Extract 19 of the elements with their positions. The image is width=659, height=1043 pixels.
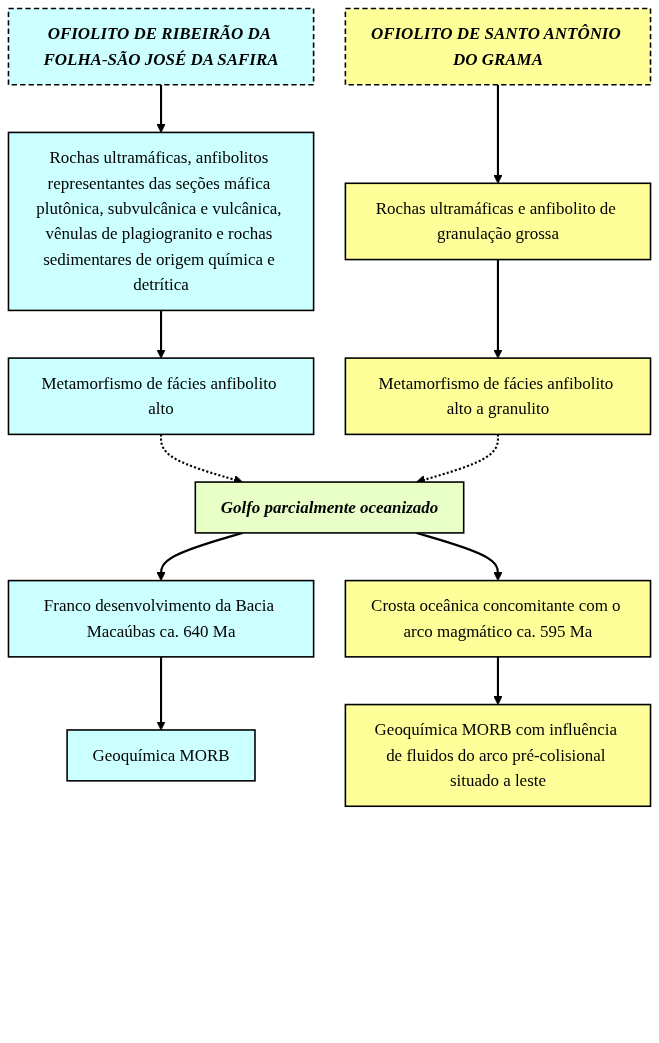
arrow [156, 656, 166, 731]
node-box: Franco desenvolvimento da Bacia Macaúbas ca. 640 Ma [7, 579, 315, 658]
node-box: Metamorfismo de fácies anfibolito alto [7, 357, 315, 436]
arrow [156, 531, 243, 581]
arrow [493, 656, 503, 705]
node-box: Metamorfismo de fácies anfibolito alto a granulito [344, 357, 652, 436]
node-box: Rochas ultramáficas, anfibolitos representantes das seções máfica plutônica, subvulcânica e vulcânica, vênulas de plagiogranito e rochas sedimentares de origem química e detrítica [7, 131, 315, 312]
arrow [493, 84, 503, 184]
node-box: Crosta oceânica concomitante com o arco magmático ca. 595 Ma [344, 579, 652, 658]
node-box: OFIOLITO DE SANTO ANTÔNIO DO GRAMA [344, 7, 652, 86]
node-box: Rochas ultramáficas e anfibolito de granulação grossa [344, 182, 652, 261]
node-box: Geoquímica MORB com influência de fluidos do arco pré-colisional situado a leste [344, 703, 652, 808]
arrow [416, 531, 503, 581]
arrow [156, 84, 166, 133]
node-box: Geoquímica MORB [66, 729, 256, 782]
arrow [156, 310, 166, 359]
arrow [493, 259, 503, 359]
node-box: Golfo parcialmente oceanizado [194, 481, 465, 534]
node-box: OFIOLITO DE RIBEIRÃO DA FOLHA-SÃO JOSÉ DA SAFIRA [7, 7, 315, 86]
